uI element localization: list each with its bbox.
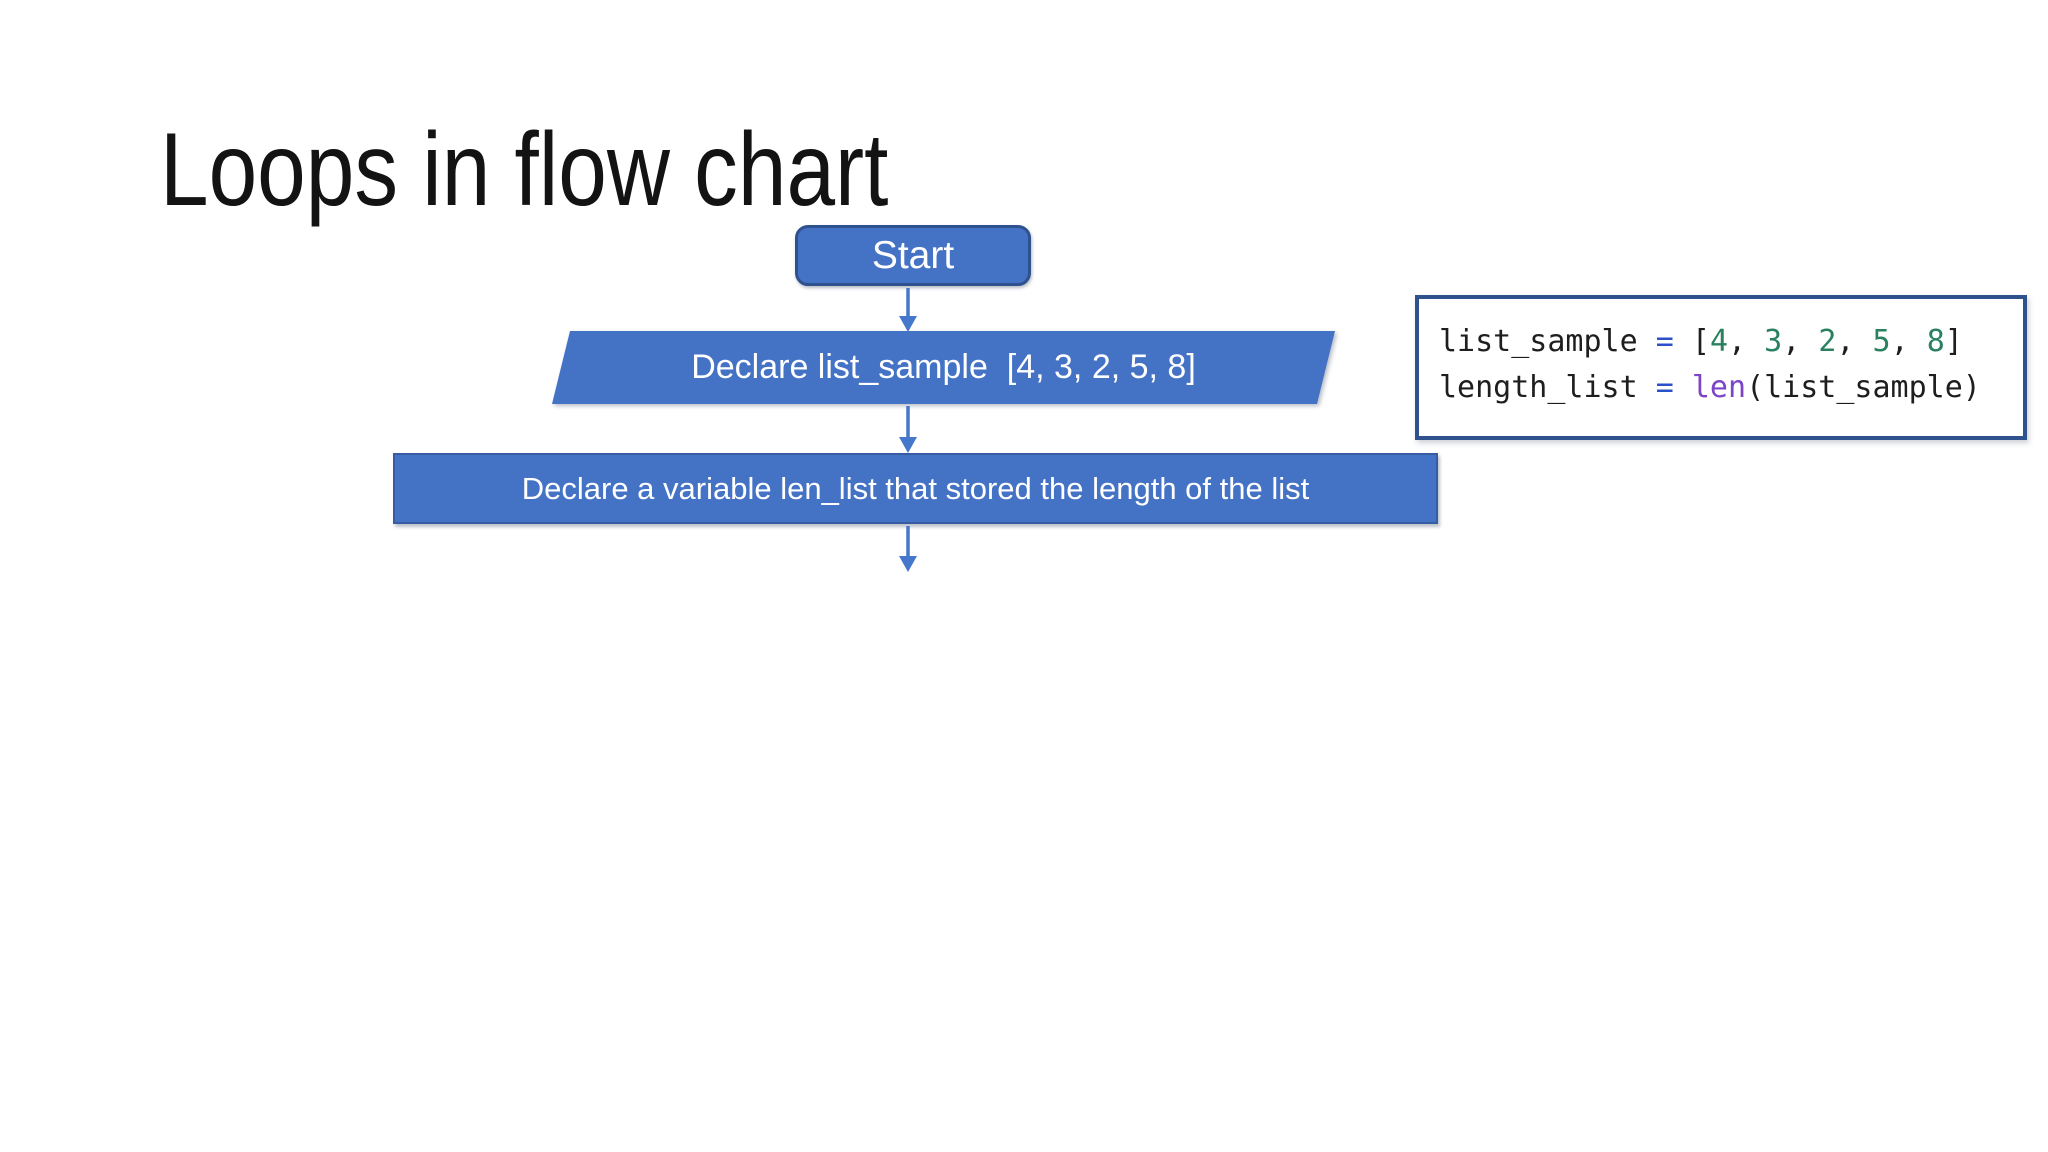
arrow-length-exit-icon xyxy=(899,526,917,572)
flowchart-start-node: Start xyxy=(795,225,1031,286)
code-panel: list_sample = [4, 3, 2, 5, 8] length_list… xyxy=(1415,295,2027,440)
declare-list-label: Declare list_sample [4, 3, 2, 5, 8] xyxy=(691,348,1196,386)
flowchart-declare-list-node: Declare list_sample [4, 3, 2, 5, 8] xyxy=(552,331,1335,404)
code-line: list_sample = [4, 3, 2, 5, 8] xyxy=(1439,324,1963,359)
arrow-declare-to-length-icon xyxy=(899,406,917,453)
declare-list-parallelogram: Declare list_sample [4, 3, 2, 5, 8] xyxy=(552,331,1335,404)
flowchart-declare-length-node: Declare a variable len_list that stored … xyxy=(393,453,1438,524)
code-line: length_list = len(list_sample) xyxy=(1439,370,1981,405)
slide-title: Loops in flow chart xyxy=(160,112,889,228)
start-node-label: Start xyxy=(871,233,955,277)
arrow-start-to-declare-icon xyxy=(899,288,917,332)
declare-length-label: Declare a variable len_list that stored … xyxy=(521,470,1310,506)
